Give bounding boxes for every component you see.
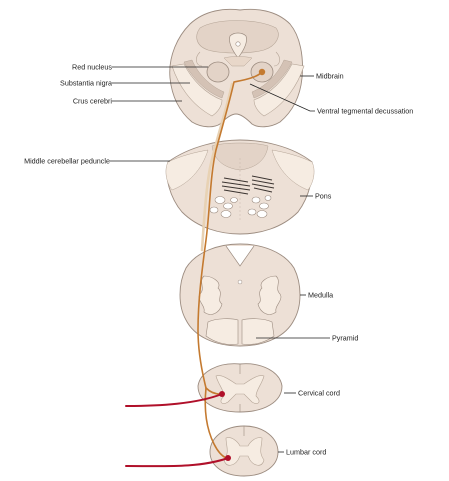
red-nucleus-left [206,61,230,83]
lumbar-cord-section [209,425,279,477]
label-pons: Pons [315,192,332,201]
middle-cerebellar-peduncle-shape [165,149,209,191]
lumbar-motor-neuron [225,455,231,461]
medulla-section [179,243,301,347]
labels: Red nucleus Substantia nigra Crus cerebr… [24,63,413,457]
label-substantia-nigra: Substantia nigra [60,79,112,88]
cervical-motor-neuron [219,391,225,397]
label-red-nucleus: Red nucleus [72,63,112,72]
substantia-nigra-right [251,59,293,99]
pons-tegmentum [211,142,269,171]
pons-section [165,139,315,235]
rubrospinal-tract [197,68,266,459]
lumbar-motor-axon [125,457,229,468]
label-ventral-tegmental-decussation: Ventral tegmental decussation [317,107,413,116]
pons-bundles [209,195,272,218]
red-nucleus-cell-body [258,68,266,76]
midbrain-section [169,8,305,128]
medulla-outline [179,243,301,347]
leader-lines [110,66,330,453]
tract-pale-segment [200,82,234,252]
crus-cerebri-left [171,63,223,117]
label-medulla: Medulla [308,291,333,300]
crus-cerebri-right [253,63,305,117]
label-midbrain: Midbrain [316,72,344,81]
pons-outline [166,139,313,235]
inferior-olive-right [257,275,282,315]
label-pyramid: Pyramid [332,334,358,343]
pons-transverse-fibres [221,175,275,195]
tract-lumbar-branch [204,387,227,459]
label-cervical-cord: Cervical cord [298,389,340,398]
label-middle-cerebellar-peduncle: Middle cerebellar peduncle [24,157,110,166]
substantia-nigra-left [183,59,225,99]
tract-cervical-branch [205,387,221,395]
inferior-olive-left [198,275,223,315]
pyramid-left [205,318,239,345]
cervical-motor-axon [125,393,223,407]
cervical-cord-section [197,363,283,413]
label-crus-cerebri: Crus cerebri [73,97,113,106]
motor-outputs [125,391,231,468]
label-lumbar-cord: Lumbar cord [286,448,326,457]
tract-main [197,71,263,389]
